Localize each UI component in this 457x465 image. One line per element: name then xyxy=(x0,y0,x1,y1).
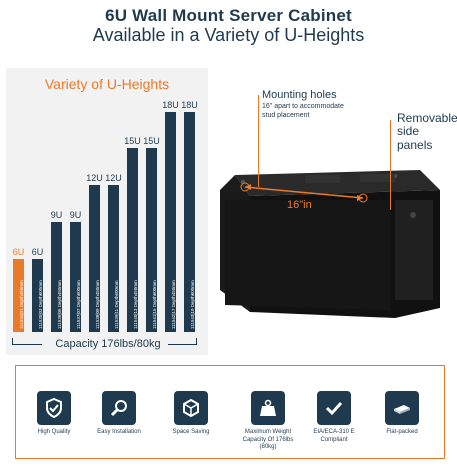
bar-model-label: 111541|15 Depth600mm xyxy=(151,280,157,329)
mounting-holes-title: Mounting holes xyxy=(262,89,337,101)
dimension-label: 16"in xyxy=(287,199,312,211)
wrench-gear-icon xyxy=(102,391,136,425)
chart-value-label: 9U xyxy=(69,209,82,220)
bar-text: 111536|05 Depth450mm xyxy=(51,267,62,329)
features-box: High Quality Easy Installation Space Sav… xyxy=(15,365,445,459)
flat-pack-icon xyxy=(385,391,419,425)
mounting-holes-desc-2: stud placement xyxy=(262,112,310,119)
feature-label: Maximum Weight xyxy=(244,429,292,435)
vent-grille-icon xyxy=(360,174,395,182)
vent-grille-icon xyxy=(305,175,340,183)
feature-label: Easy Installation xyxy=(97,429,141,435)
bar-model-label: 111543|19 Depth600mm xyxy=(189,280,195,329)
chart-value-label: 18U xyxy=(181,99,198,110)
feature-label: EIA/ECA-310 E xyxy=(313,429,355,435)
bar-text: 111540|13 Depth450mm xyxy=(127,267,138,329)
mounting-hole-highlight-icon xyxy=(240,182,250,192)
feature-high-quality: High Quality xyxy=(24,391,84,437)
chart-title: Variety of U-Heights xyxy=(44,76,170,92)
server-cabinet-image xyxy=(220,170,440,318)
bar-model-label: 111539|11 Depth600mm xyxy=(113,280,119,329)
feature-label: Space Saving xyxy=(172,429,210,435)
feature-label-2: Capacity Of 176lbs (80kg) xyxy=(242,436,294,451)
bar-text: 111537|07 Depth600mm xyxy=(70,267,81,329)
feature-eia-compliant: EIA/ECA-310 E Compliant xyxy=(304,391,364,444)
side-panels-title-2: side panels xyxy=(397,124,433,152)
mounting-hole-highlight-icon xyxy=(358,193,368,203)
dimension-line xyxy=(244,186,364,199)
chart-value-label: 15U xyxy=(143,136,160,147)
bar-model-label: 111540|13 Depth450mm xyxy=(132,280,138,329)
bar-text: 111534|01 Depth450mm xyxy=(13,267,24,329)
cabinet-front-door xyxy=(225,200,390,310)
side-panels-leader-line xyxy=(390,120,391,210)
chart-bar: 111541|15 Depth600mm xyxy=(146,148,157,332)
mounting-holes-desc-1: 16" apart to accommodate xyxy=(262,103,344,110)
bar-text: 111535|03 Depth600mm xyxy=(32,267,43,329)
bar-text: 111539|11 Depth600mm xyxy=(108,267,119,329)
capacity-bracket-right xyxy=(196,338,197,345)
bar-model-label: 111537|07 Depth600mm xyxy=(75,280,81,329)
chart-value-label: 18U xyxy=(162,99,179,110)
mounting-leader-line xyxy=(258,95,259,187)
capacity-bracket-line-left xyxy=(12,344,42,345)
chart-bar: 111543|19 Depth600mm xyxy=(184,111,195,332)
chart-bar: 111535|03 Depth600mm xyxy=(32,258,43,332)
chart-value-label: 12U xyxy=(86,173,103,183)
capacity-bracket-left xyxy=(12,338,13,345)
bar-model-label: 111542|17 Depth450mm xyxy=(170,280,176,329)
side-panel-lock-icon xyxy=(410,212,416,218)
chart-value-label: 12U xyxy=(105,173,122,183)
chart-value-label: 15U xyxy=(124,136,141,147)
bar-model-label: 111536|05 Depth450mm xyxy=(56,280,62,329)
feature-space-saving: Space Saving xyxy=(161,391,221,437)
feature-label-2: Compliant xyxy=(320,436,348,443)
arrow-left-icon xyxy=(245,184,251,190)
capacity-bracket-line-right xyxy=(168,344,196,345)
bar-model-label: 111534|01 Depth450mm xyxy=(18,280,24,329)
bar-text: 111541|15 Depth600mm xyxy=(146,267,157,329)
chart-value-label: 6U xyxy=(31,246,44,257)
bar-text: 111543|19 Depth600mm xyxy=(184,267,195,329)
feature-label: Flat-packed xyxy=(386,429,418,435)
chart-value-label: 9U xyxy=(50,209,63,220)
chart-value-label: 6U xyxy=(12,246,25,257)
shield-check-icon xyxy=(37,391,71,425)
checkmark-icon xyxy=(317,391,351,425)
page-subtitle: Available in a Variety of U-Heights xyxy=(92,25,365,45)
chart-bar: 111538|09 Depth450mm xyxy=(89,185,100,332)
bar-text: 111542|17 Depth450mm xyxy=(165,267,176,329)
weight-icon xyxy=(251,391,285,425)
side-panels-title-1: Removable xyxy=(397,111,457,125)
chart-bar: 111540|13 Depth450mm xyxy=(127,148,138,332)
feature-label: High Quality xyxy=(37,429,71,435)
page-title: 6U Wall Mount Server Cabinet xyxy=(105,6,352,25)
chart-bar: 111542|17 Depth450mm xyxy=(165,111,176,332)
bar-model-label: 111535|03 Depth600mm xyxy=(37,280,43,329)
feature-easy-installation: Easy Installation xyxy=(89,391,149,437)
feature-max-weight: Maximum Weight Capacity Of 176lbs (80kg) xyxy=(238,391,298,452)
capacity-label: Capacity 176lbs/80kg xyxy=(55,338,161,350)
chart-bar: 111539|11 Depth600mm xyxy=(108,185,119,332)
chart-bar: 111537|07 Depth600mm xyxy=(70,221,81,332)
bar-text: 111538|09 Depth450mm xyxy=(89,267,100,329)
chart-bar: 111536|05 Depth450mm xyxy=(51,221,62,332)
feature-flat-packed: Flat-packed xyxy=(372,391,432,437)
chart-bar: 111534|01 Depth450mm xyxy=(13,258,24,332)
arrow-right-icon xyxy=(357,195,363,201)
cube-icon xyxy=(174,391,208,425)
bar-model-label: 111538|09 Depth450mm xyxy=(94,280,100,329)
